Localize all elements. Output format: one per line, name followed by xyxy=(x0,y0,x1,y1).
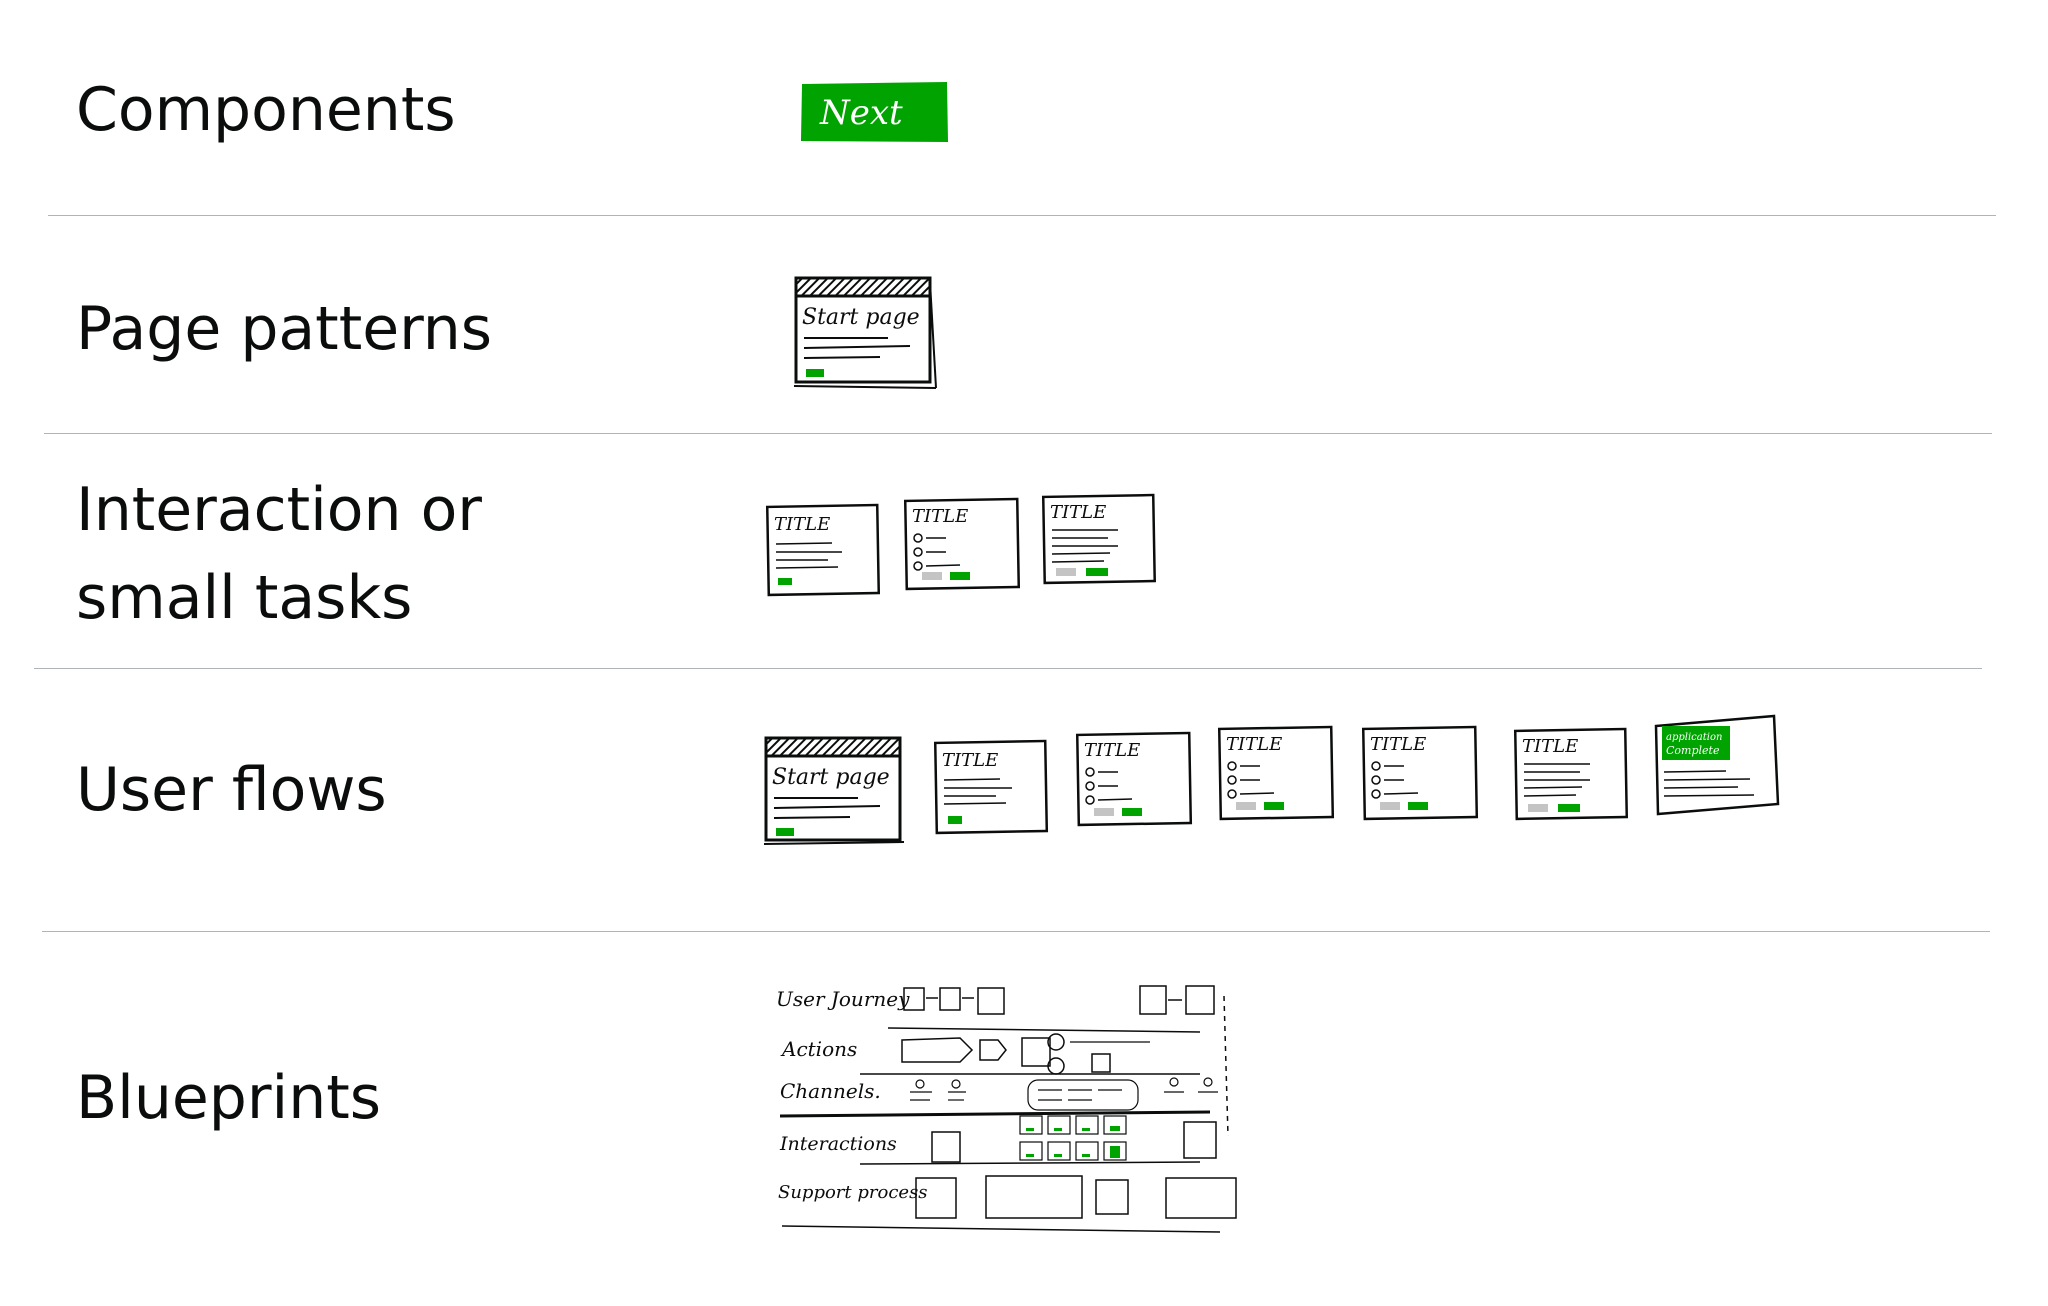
sketch-title: TITLE xyxy=(774,514,830,535)
blueprint-lane-channels: Channels. xyxy=(780,1079,881,1103)
flow-sketch-complete-page: application Complete xyxy=(1654,714,1780,816)
complete-banner-line2: Complete xyxy=(1666,744,1720,757)
divider xyxy=(48,215,1996,216)
interaction-sketch-list-page: TITLE xyxy=(1041,493,1156,585)
sketch-title: TITLE xyxy=(1050,502,1106,523)
blueprint-lane-user-journey: User Journey xyxy=(776,987,910,1011)
sketch-title: TITLE xyxy=(1522,736,1578,757)
divider xyxy=(42,931,1990,932)
start-page-sketch-title: Start page xyxy=(802,305,920,330)
flow-sketch-list-page: TITLE xyxy=(1513,727,1629,821)
flow-sketch-radio-page-2: TITLE xyxy=(1217,725,1335,821)
sketch-title: TITLE xyxy=(1084,740,1140,761)
sketch-title: TITLE xyxy=(942,750,998,771)
sketch-title: TITLE xyxy=(1226,734,1282,755)
divider xyxy=(34,668,1982,669)
interaction-sketch-radio-page: TITLE xyxy=(903,497,1021,591)
flow-sketch-radio-page-1: TITLE xyxy=(1075,731,1193,827)
sketch-title: TITLE xyxy=(1370,734,1426,755)
blueprint-lane-interactions: Interactions xyxy=(779,1133,897,1155)
row-label-interaction-line1: Interaction or xyxy=(76,475,482,545)
row-label-page-patterns: Page patterns xyxy=(76,294,493,364)
row-label-user-flows: User flows xyxy=(76,755,387,825)
blueprint-lane-support: Support process xyxy=(778,1182,928,1203)
sketch-title: TITLE xyxy=(912,506,968,527)
flow-sketch-start-page: Start page xyxy=(763,736,905,845)
row-label-components: Components xyxy=(76,75,456,145)
complete-banner-line1: application xyxy=(1666,732,1722,743)
next-button-sketch: Next xyxy=(800,81,949,143)
divider xyxy=(44,433,1992,434)
flow-start-title: Start page xyxy=(772,765,890,790)
flow-sketch-text-page: TITLE xyxy=(933,739,1049,835)
start-page-sketch: Start page xyxy=(793,276,937,389)
blueprint-sketch: User Journey Actions Channels. Interacti… xyxy=(776,985,1237,1233)
flow-sketch-radio-page-3: TITLE xyxy=(1361,725,1479,821)
next-button-sketch-label: Next xyxy=(819,93,903,133)
blueprint-lane-actions: Actions xyxy=(780,1037,857,1061)
row-label-blueprints: Blueprints xyxy=(76,1063,382,1133)
row-label-interaction-line2: small tasks xyxy=(76,563,413,633)
interaction-sketch-text-page: TITLE xyxy=(765,503,881,597)
